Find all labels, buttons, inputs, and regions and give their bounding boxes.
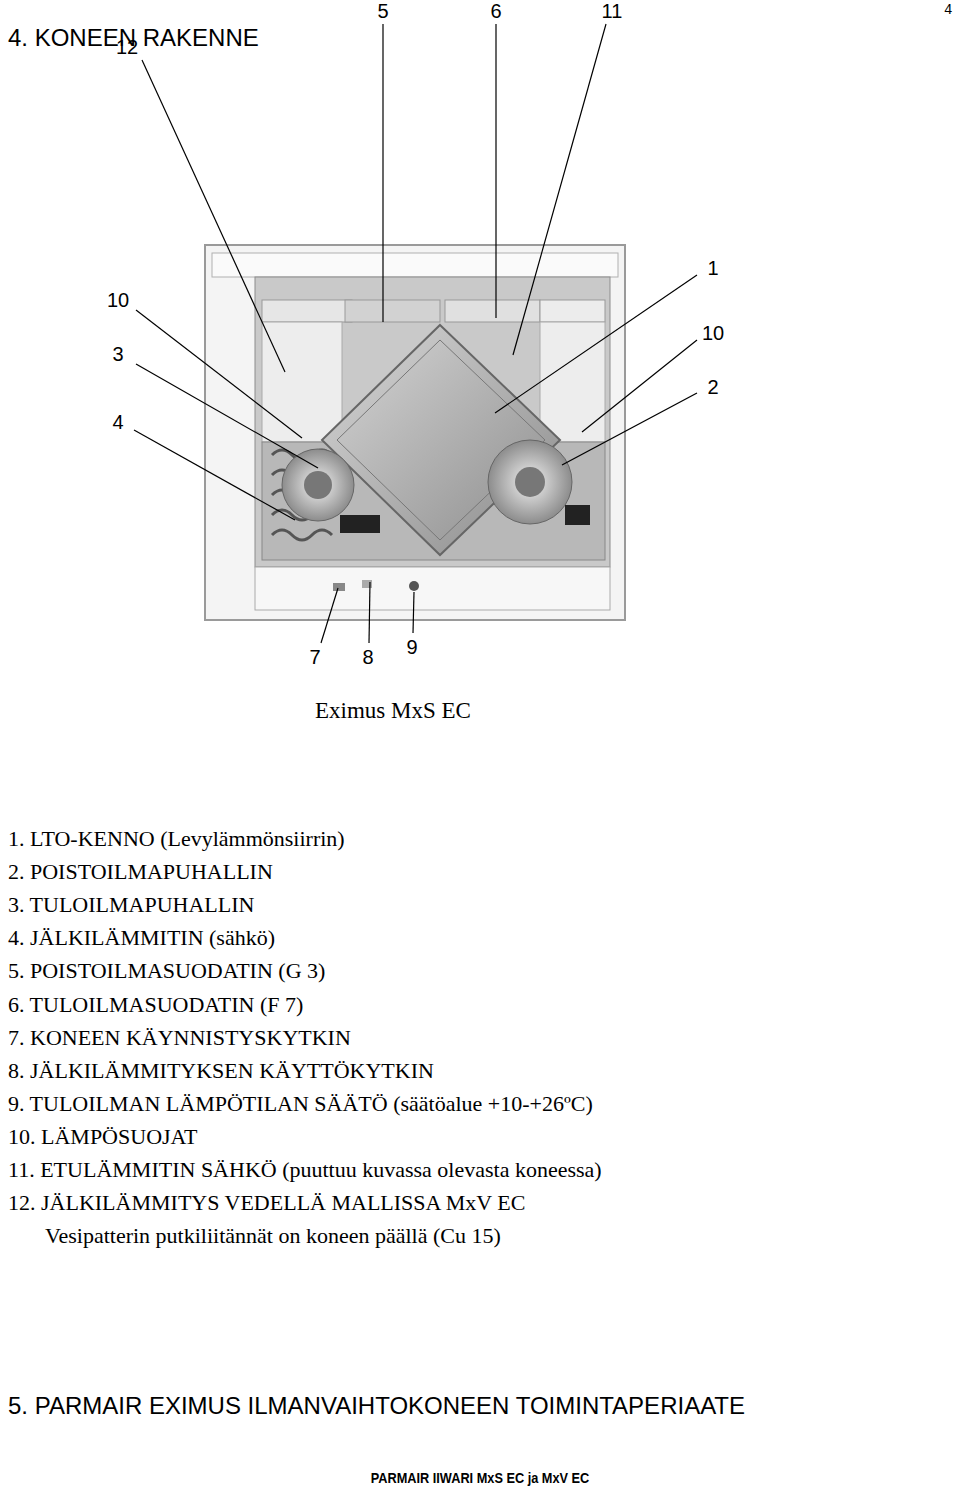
section-heading: 5. PARMAIR EXIMUS ILMANVAIHTOKONEEN TOIM…	[8, 1392, 745, 1420]
parts-list-item: 7. KONEEN KÄYNNISTYSKYTKIN	[8, 1025, 351, 1050]
parts-list-item: 4. JÄLKILÄMMITIN (sähkö)	[8, 925, 275, 950]
callout-number: 4	[112, 411, 123, 434]
callout-number: 11	[602, 0, 623, 23]
callout-number: 9	[406, 636, 417, 659]
callout-number: 1	[707, 257, 718, 280]
parts-list-item: 1. LTO-KENNO (Levylämmönsiirrin)	[8, 826, 345, 851]
parts-list-item: 10. LÄMPÖSUOJAT	[8, 1124, 197, 1149]
callout-number: 2	[707, 376, 718, 399]
parts-list-item: 12. JÄLKILÄMMITYS VEDELLÄ MALLISSA MxV E…	[8, 1190, 525, 1215]
page-number: 4	[944, 2, 952, 18]
callout-number: 3	[112, 343, 123, 366]
parts-list-item: 9. TULOILMAN LÄMPÖTILAN SÄÄTÖ (säätöalue…	[8, 1091, 593, 1116]
parts-list-item: 8. JÄLKILÄMMITYKSEN KÄYTTÖKYTKIN	[8, 1058, 434, 1083]
parts-list-item: 3. TULOILMAPUHALLIN	[8, 892, 254, 917]
parts-list-item: 11. ETULÄMMITIN SÄHKÖ (puuttuu kuvassa o…	[8, 1157, 602, 1182]
parts-list-item: 6. TULOILMASUODATIN (F 7)	[8, 992, 303, 1017]
page-footer: PARMAIR IIWARI MxS EC ja MxV EC	[371, 1469, 590, 1486]
parts-list-item: 5. POISTOILMASUODATIN (G 3)	[8, 958, 325, 983]
callout-number: 7	[309, 646, 320, 669]
callout-number: 12	[116, 36, 138, 59]
parts-list-note: Vesipatterin putkiliitännät on koneen pä…	[45, 1223, 501, 1248]
callout-number: 6	[490, 0, 501, 23]
callout-number: 10	[702, 322, 724, 345]
callout-number: 10	[107, 289, 129, 312]
parts-list-item: 2. POISTOILMAPUHALLIN	[8, 859, 273, 884]
callout-number: 5	[377, 0, 388, 23]
figure-caption: Eximus MxS EC	[315, 698, 471, 724]
callout-number: 8	[362, 646, 373, 669]
